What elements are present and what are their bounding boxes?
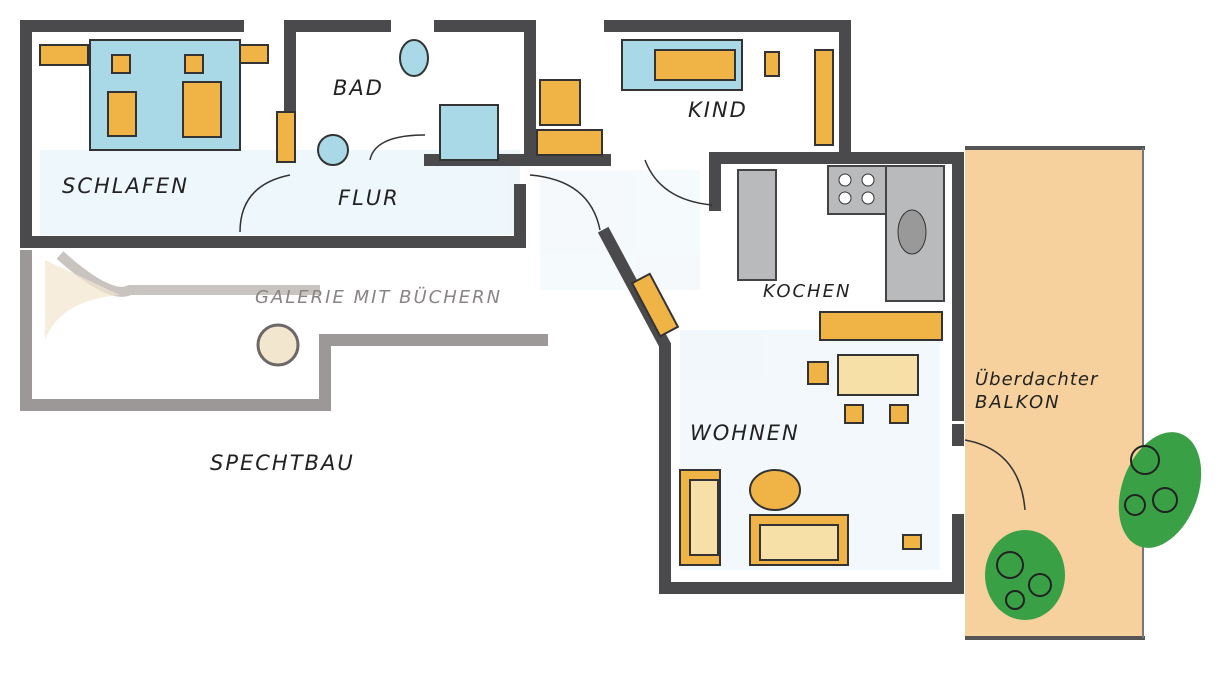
chair <box>889 404 909 424</box>
wardrobe <box>276 111 296 163</box>
plant-icon <box>1118 432 1202 548</box>
nightstand <box>39 44 89 66</box>
bed <box>89 39 241 151</box>
room-label-schlafen: SCHLAFEN <box>62 174 189 198</box>
room-label-kind: KIND <box>688 98 748 122</box>
room-label-kochen: KOCHEN <box>763 281 851 302</box>
floor-wash <box>40 150 940 570</box>
shelf <box>814 49 834 146</box>
nightstand <box>239 44 269 64</box>
room-label-balkon-line2: BALKON <box>975 392 1061 413</box>
stove-icon <box>827 165 887 215</box>
shelf <box>630 272 680 338</box>
room-label-flur: FLUR <box>338 186 400 210</box>
doors <box>239 134 1026 511</box>
room-label-balkon-line1: Überdachter <box>975 368 1099 390</box>
desk-chair <box>539 79 581 126</box>
armchair-seat <box>689 479 719 556</box>
nightstand <box>764 51 780 77</box>
sink-icon <box>897 209 927 255</box>
sink-icon <box>317 134 349 166</box>
coffee-table <box>749 469 801 511</box>
plant-icon <box>985 530 1065 620</box>
room-label-bad: BAD <box>333 76 384 100</box>
galerie-outline <box>20 250 548 411</box>
dining-table <box>837 354 919 396</box>
chair <box>844 404 864 424</box>
desk <box>536 129 603 156</box>
chair <box>807 361 829 385</box>
toilet-icon <box>399 39 429 77</box>
room-label-galerie: GALERIE MIT BÜCHERN <box>255 286 502 308</box>
kitchen-bar <box>819 311 943 341</box>
sofa-seat <box>759 524 839 561</box>
kitchen-counter-left <box>737 169 777 281</box>
room-label-wohnen: WOHNEN <box>690 421 800 445</box>
kid-bed-mattress <box>654 49 736 81</box>
side-table <box>902 534 922 550</box>
label-spechtbau: SPECHTBAU <box>210 451 355 475</box>
shower <box>439 104 499 161</box>
